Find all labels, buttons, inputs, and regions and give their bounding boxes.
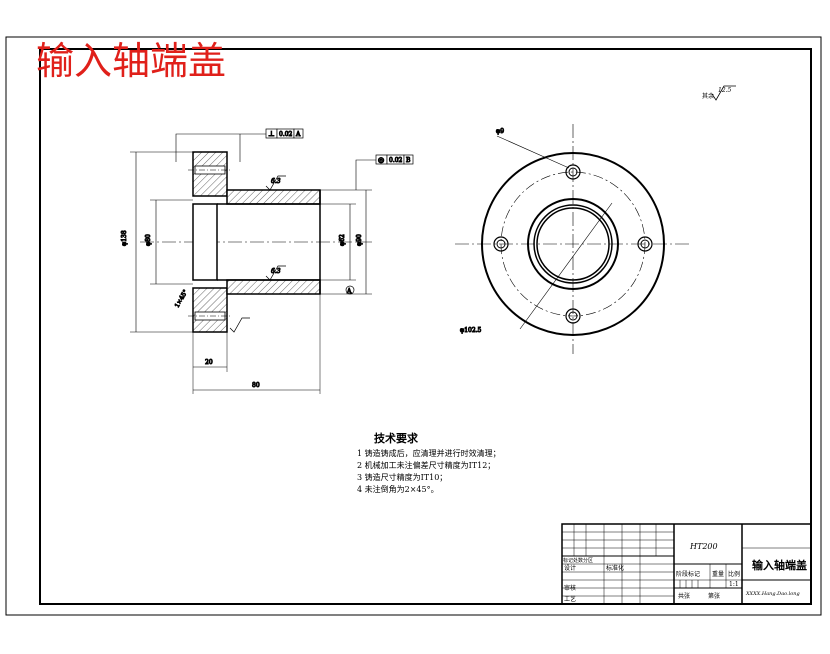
tech-item-1: 1 铸造铸成后，应清理并进行时效清理； (357, 448, 501, 458)
section-view: φ138 φ80 φ62 φ90 20 80 1×45° 6.3 6.3 (121, 128, 414, 394)
dim-total-len: 80 (252, 382, 260, 389)
hub-top-section (226, 189, 321, 205)
svg-text:⊥: ⊥ (268, 130, 275, 138)
hub-bottom-section (226, 279, 321, 295)
svg-text:◎: ◎ (378, 156, 384, 164)
dim-chamfer: 1×45° (174, 289, 190, 309)
scale-value: 1:1 (729, 581, 739, 588)
bolt-hole-bottom (565, 308, 581, 324)
material-label: HT200 (689, 542, 718, 551)
inner-border (39, 48, 812, 605)
datum-a-symbol: A (346, 288, 352, 295)
svg-text:标准化: 标准化 (606, 564, 624, 572)
svg-text:B: B (406, 157, 411, 164)
roughness-note: 其余 12.5 (702, 85, 736, 101)
part-name: 输入轴端盖 (752, 558, 807, 572)
tech-requirements: 技术要求 1 铸造铸成后，应清理并进行时效清理； 2 机械加工未注偏差尺寸精度为… (357, 431, 501, 494)
svg-text:0.02: 0.02 (279, 131, 293, 138)
tech-item-4: 4 未注倒角为2×45°。 (357, 484, 439, 494)
flange-outer-circle (481, 152, 665, 336)
bolt-pcd-circle (500, 171, 646, 317)
hub-circle (527, 198, 619, 290)
flange-bottom-section (192, 287, 228, 333)
bolt-hole-right (637, 236, 653, 252)
svg-text:共张: 共张 (678, 592, 690, 600)
dim-spigot-dia: φ80 (145, 234, 152, 246)
svg-text:工艺: 工艺 (564, 595, 576, 603)
spigot-bore (192, 203, 218, 281)
tech-item-2: 2 机械加工未注偏差尺寸精度为IT12； (357, 460, 495, 470)
dim-hole-dia: φ9 (496, 128, 504, 135)
svg-text:12.5: 12.5 (718, 87, 732, 94)
svg-text:第张: 第张 (708, 592, 720, 600)
svg-text:重量: 重量 (712, 570, 724, 578)
bore-circle (536, 207, 610, 281)
dim-pcd: φ102.5 (460, 327, 482, 334)
spigot-circle (533, 204, 613, 284)
dim-bore-dia: φ62 (339, 234, 346, 246)
bolt-hole-top (565, 164, 581, 180)
tolerance-frame-concentricity: ◎ 0.02 B (375, 154, 414, 165)
svg-text:标记处数分区: 标记处数分区 (563, 557, 593, 564)
svg-text:A: A (295, 131, 301, 138)
dim-hub-dia: φ90 (356, 234, 363, 246)
title-block (561, 523, 812, 605)
front-view: φ9 φ102.5 (455, 124, 690, 354)
tolerance-frame-perpendicularity: ⊥ 0.02 A (265, 128, 304, 139)
svg-text:其余: 其余 (702, 92, 714, 100)
title-block-text: HT200 输入轴端盖 标记处数分区 设计 标准化 审核 工艺 阶段标记 重量 … (563, 542, 807, 603)
tech-heading: 技术要求 (374, 431, 419, 445)
svg-text:0.02: 0.02 (389, 157, 403, 164)
svg-text:比例: 比例 (728, 570, 740, 578)
outer-frame (5, 36, 822, 616)
designer-label: 设计 (564, 564, 576, 572)
overlay-title: 输入轴端盖 (36, 39, 226, 83)
bolt-hole-left (493, 236, 509, 252)
company-name: XXXX.Hang.Dao.long (745, 591, 800, 597)
svg-text:审核: 审核 (564, 584, 576, 592)
dim-outer-dia: φ138 (121, 230, 128, 246)
tech-item-3: 3 铸造尺寸精度为IT10； (357, 472, 447, 482)
surface-mark-top: 6.3 (271, 178, 281, 185)
surface-mark-bottom: 6.3 (271, 268, 281, 275)
svg-text:阶段标记: 阶段标记 (676, 570, 700, 578)
dim-flange-thk: 20 (205, 359, 213, 366)
